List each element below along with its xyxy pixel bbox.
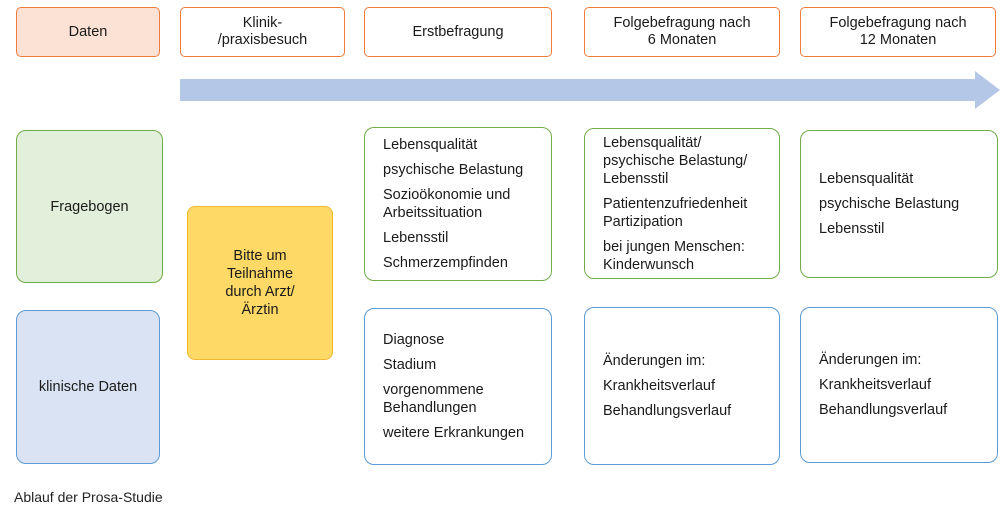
list-item: Stadium: [383, 357, 437, 373]
clinical-first-survey: Diagnose Stadium vorgenommene Behandlung…: [364, 308, 552, 465]
header-clinic-visit: Klinik- /praxisbesuch: [180, 7, 345, 57]
header-first-survey: Erstbefragung: [364, 7, 552, 57]
list-item: Krankheitsverlauf: [603, 378, 716, 394]
timeline-arrow: [180, 71, 1000, 109]
figure-caption: Ablauf der Prosa-Studie: [14, 489, 163, 505]
list-item: Sozioökonomie und Arbeitssituation: [383, 187, 511, 221]
list-item: Änderungen im:: [819, 352, 922, 368]
clinical-followup-6-months: Änderungen im: Krankheitsverlauf Behandl…: [584, 307, 780, 465]
clinical-followup-12-months: Änderungen im: Krankheitsverlauf Behandl…: [800, 307, 998, 463]
questionnaire-followup-12-months: Lebensqualität psychische Belastung Lebe…: [800, 130, 998, 278]
header-followup-6-months: Folgebefragung nach 6 Monaten: [584, 7, 780, 57]
list-item: weitere Erkrankungen: [383, 425, 525, 441]
list-item: Lebensstil: [383, 230, 449, 246]
timeline-arrow-shape: [180, 71, 1000, 109]
list-item: Krankheitsverlauf: [819, 377, 932, 393]
list-item: Lebensqualität: [383, 137, 478, 153]
list-item: bei jungen Menschen: Kinderwunsch: [603, 238, 745, 273]
list-item: psychische Belastung: [819, 196, 960, 212]
questionnaire-first-survey: Lebensqualität psychische Belastung Sozi…: [364, 127, 552, 281]
list-item: Schmerzempfinden: [383, 255, 508, 271]
row-label-clinical-data: klinische Daten: [16, 310, 160, 464]
list-item: Patientenzufriedenheit Partizipation: [603, 195, 748, 230]
list-item: Behandlungsverlauf: [603, 403, 732, 419]
list-item: psychische Belastung: [383, 162, 524, 178]
questionnaire-followup-6-months: Lebensqualität/ psychische Belastung/ Le…: [584, 128, 780, 279]
list-item: Diagnose: [383, 332, 445, 348]
list-item: Lebensqualität: [819, 171, 914, 187]
row-label-questionnaire: Fragebogen: [16, 130, 163, 283]
header-data: Daten: [16, 7, 160, 57]
list-item: vorgenommene Behandlungen: [383, 382, 484, 416]
header-followup-12-months: Folgebefragung nach 12 Monaten: [800, 7, 996, 57]
participation-invite-box: Bitte um Teilnahme durch Arzt/ Ärztin: [187, 206, 333, 360]
list-item: Lebensqualität/ psychische Belastung/ Le…: [603, 134, 748, 187]
list-item: Lebensstil: [819, 221, 885, 237]
list-item: Behandlungsverlauf: [819, 402, 948, 418]
list-item: Änderungen im:: [603, 353, 706, 369]
